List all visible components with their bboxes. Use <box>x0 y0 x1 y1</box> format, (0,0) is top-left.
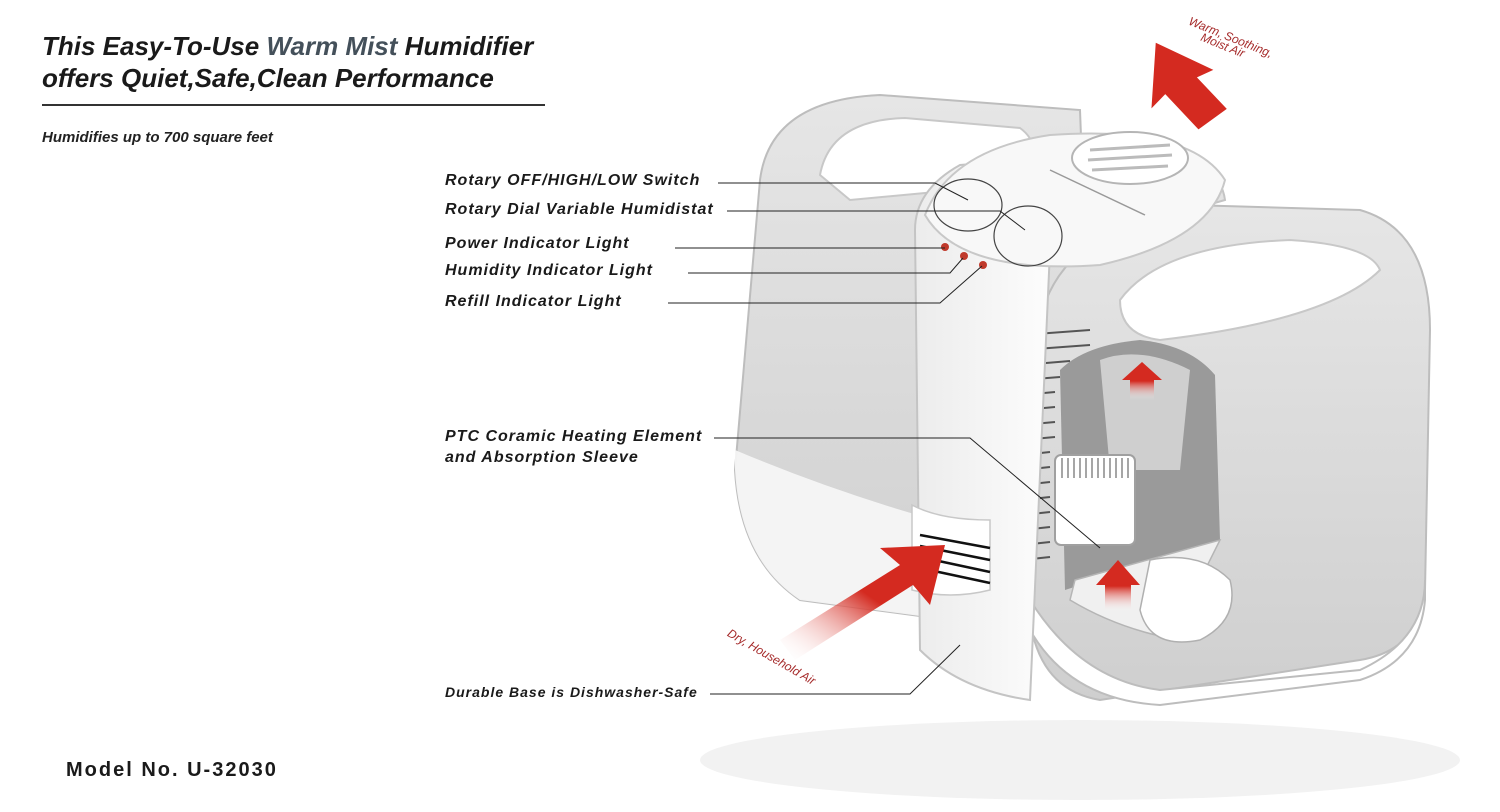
humidity-indicator-dot <box>960 252 968 260</box>
center-body <box>911 131 1227 702</box>
power-indicator-dot <box>941 243 949 251</box>
internal-intake-arrow <box>1096 560 1140 612</box>
warm-mist-arrow <box>1151 42 1227 130</box>
right-tank-handle <box>1118 238 1382 342</box>
title-line2: offers Quiet,Safe,Clean Performance <box>42 63 494 93</box>
leader-lines <box>668 182 1101 695</box>
title-accent: Warm Mist <box>266 31 398 61</box>
callout-power-light: Power Indicator Light <box>445 235 630 252</box>
right-water-tank <box>1021 203 1432 707</box>
callout-rotary-switch: Rotary OFF/HIGH/LOW Switch <box>445 172 701 189</box>
title-part1: This Easy-To-Use <box>42 31 267 61</box>
switch-dial <box>933 178 1003 232</box>
callout-heating-line2: and Absorption Sleeve <box>445 449 639 466</box>
callout-humidity-light: Humidity Indicator Light <box>445 262 653 279</box>
internal-rising-arrow <box>1122 362 1162 400</box>
floor-shadow <box>700 720 1460 800</box>
heating-element <box>1054 454 1136 546</box>
callout-heating-line1: PTC Coramic Heating Element <box>445 428 703 445</box>
callout-refill-light: Refill Indicator Light <box>445 293 622 310</box>
callout-base: Durable Base is Dishwasher-Safe <box>445 684 698 700</box>
title-part2: Humidifier <box>397 31 534 61</box>
humidistat-dial <box>993 205 1063 267</box>
coverage-subtitle: Humidifies up to 700 square feet <box>42 129 273 146</box>
heating-fins <box>1061 458 1129 478</box>
air-intake-arrow <box>780 545 945 660</box>
title-underline <box>42 104 545 106</box>
page-title: This Easy-To-Use Warm Mist Humidifier of… <box>42 30 533 94</box>
callout-humidistat: Rotary Dial Variable Humidistat <box>445 201 714 218</box>
model-number: Model No. U-32030 <box>66 759 278 781</box>
